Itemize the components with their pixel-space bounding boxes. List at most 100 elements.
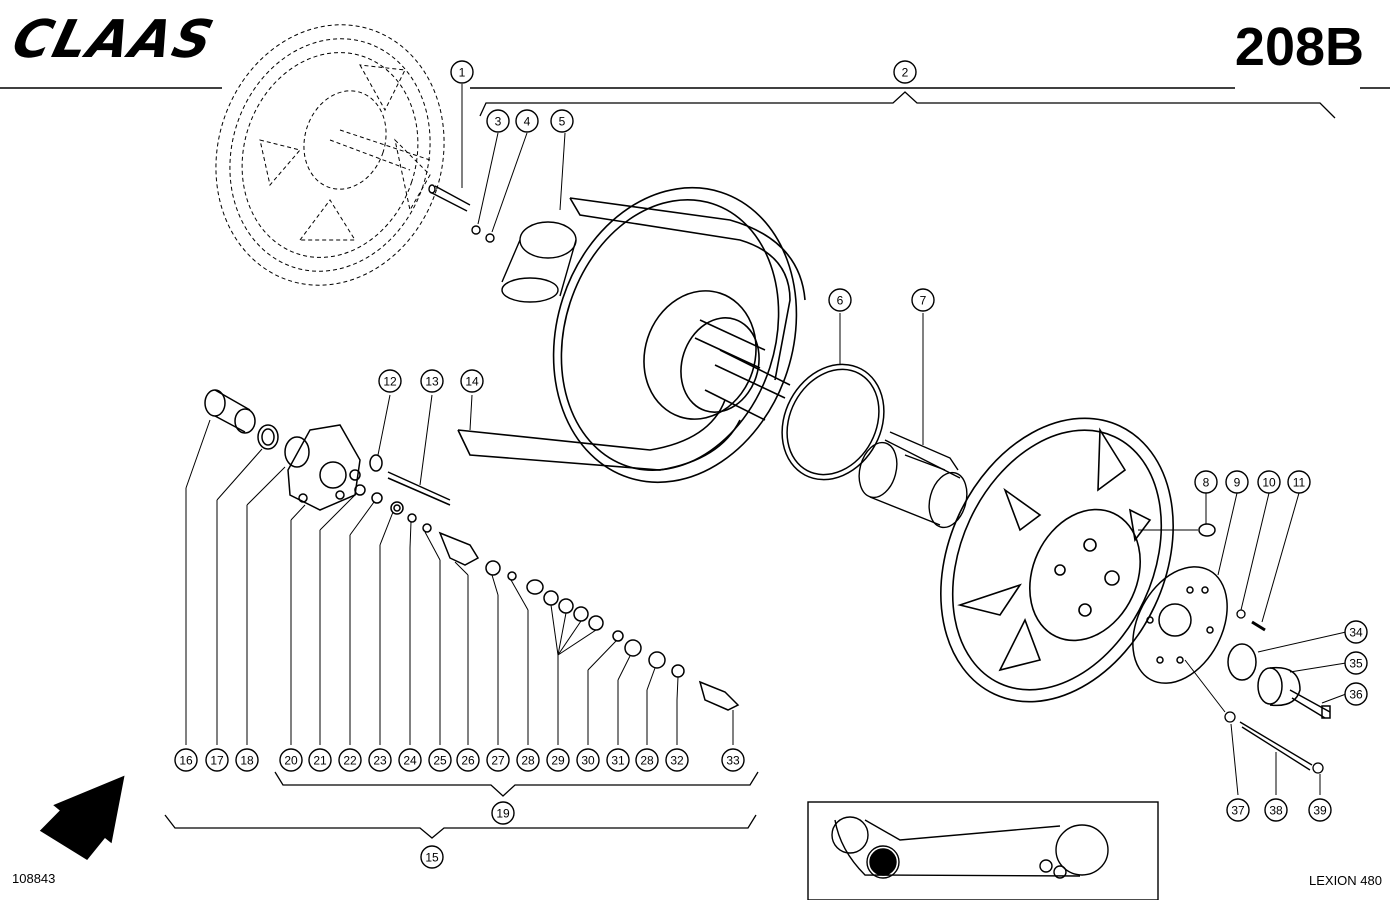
callout-38: 38 <box>1264 798 1288 822</box>
callout-label: 23 <box>373 754 387 768</box>
callout-14: 14 <box>460 369 484 393</box>
callout-label: 37 <box>1231 804 1245 818</box>
callout-6: 6 <box>828 288 852 312</box>
callout-39: 39 <box>1308 798 1332 822</box>
callout-3: 3 <box>486 109 510 133</box>
nut-part <box>471 225 481 235</box>
callout-15: 15 <box>420 845 444 869</box>
callout-label: 2 <box>902 66 909 80</box>
model-name: LEXION 480 <box>1309 873 1382 888</box>
callout-label: 35 <box>1349 657 1363 671</box>
callout-5: 5 <box>550 109 574 133</box>
direction-arrow-icon <box>39 775 125 860</box>
main-pulley <box>457 186 806 484</box>
callout-33: 33 <box>721 748 745 772</box>
callout-34: 34 <box>1344 620 1368 644</box>
callout-label: 16 <box>179 754 193 768</box>
callout-19: 19 <box>491 801 515 825</box>
phantom-pulley <box>215 24 445 286</box>
callout-label: 38 <box>1269 804 1283 818</box>
locator-inset <box>807 801 1159 900</box>
callout-4: 4 <box>515 109 539 133</box>
callout-label: 19 <box>496 807 510 821</box>
callout-22: 22 <box>338 748 362 772</box>
callout-label: 28 <box>640 754 654 768</box>
bushing-part <box>1198 523 1216 537</box>
callout-7: 7 <box>911 288 935 312</box>
flange-plate-part <box>1132 566 1228 684</box>
callout-11: 11 <box>1287 470 1311 494</box>
callout-label: 15 <box>425 851 439 865</box>
callout-label: 4 <box>524 115 531 129</box>
callout-24: 24 <box>398 748 422 772</box>
group-brace-2 <box>479 91 1336 119</box>
callout-label: 12 <box>383 375 397 389</box>
callout-9: 9 <box>1225 470 1249 494</box>
washer-part <box>1224 711 1236 723</box>
callout-label: 18 <box>240 754 254 768</box>
callout-13: 13 <box>420 369 444 393</box>
callout-label: 9 <box>1234 476 1241 490</box>
callout-label: 31 <box>611 754 625 768</box>
callout-label: 22 <box>343 754 357 768</box>
callout-label: 25 <box>433 754 447 768</box>
callout-label: 29 <box>551 754 565 768</box>
callout-20: 20 <box>279 748 303 772</box>
callout-28: 28 <box>516 748 540 772</box>
seal-ring-part <box>781 363 885 481</box>
spring-sleeve-part <box>858 431 968 529</box>
callout-37: 37 <box>1226 798 1250 822</box>
group-brace-15 <box>164 814 757 839</box>
callout-label: 11 <box>1293 476 1306 490</box>
callout-27: 27 <box>486 748 510 772</box>
callout-25: 25 <box>428 748 452 772</box>
callout-label: 34 <box>1349 626 1363 640</box>
callout-label: 39 <box>1313 804 1327 818</box>
washer-part <box>485 233 495 243</box>
callout-label: 8 <box>1203 476 1210 490</box>
callout-label: 10 <box>1262 476 1276 490</box>
callout-36: 36 <box>1344 682 1368 706</box>
spoked-wheel <box>940 417 1174 703</box>
callout-1: 1 <box>450 60 474 84</box>
cap-part <box>1227 643 1331 719</box>
callout-2: 2 <box>893 60 917 84</box>
page-code: 208B <box>1234 17 1364 77</box>
long-bolt-part <box>1239 721 1313 771</box>
callout-label: 5 <box>559 115 566 129</box>
callout-label: 28 <box>521 754 535 768</box>
callout-28: 28 <box>635 748 659 772</box>
callout-label: 24 <box>403 754 417 768</box>
callout-label: 33 <box>726 754 740 768</box>
callout-23: 23 <box>368 748 392 772</box>
callout-label: 17 <box>210 754 224 768</box>
callout-31: 31 <box>606 748 630 772</box>
callout-18: 18 <box>235 748 259 772</box>
callout-label: 36 <box>1349 688 1363 702</box>
callout-30: 30 <box>576 748 600 772</box>
callout-21: 21 <box>308 748 332 772</box>
callout-35: 35 <box>1344 651 1368 675</box>
callout-label: 3 <box>495 115 502 129</box>
callout-label: 1 <box>459 66 466 80</box>
callout-label: 30 <box>581 754 595 768</box>
callout-label: 6 <box>837 294 844 308</box>
group-brace-19 <box>274 771 759 797</box>
callout-label: 27 <box>491 754 505 768</box>
sleeve-part <box>501 221 577 303</box>
leader-lines <box>185 394 734 745</box>
callout-label: 13 <box>425 375 439 389</box>
callout-label: 21 <box>313 754 327 768</box>
callout-label: 7 <box>920 294 927 308</box>
pin-part <box>428 184 471 212</box>
callout-29: 29 <box>546 748 570 772</box>
bolt-part <box>1251 620 1266 632</box>
callout-16: 16 <box>174 748 198 772</box>
washer-part <box>1236 609 1246 619</box>
callout-label: 32 <box>670 754 684 768</box>
callout-label: 14 <box>465 375 479 389</box>
callout-32: 32 <box>665 748 689 772</box>
drawing-number: 108843 <box>12 871 56 886</box>
